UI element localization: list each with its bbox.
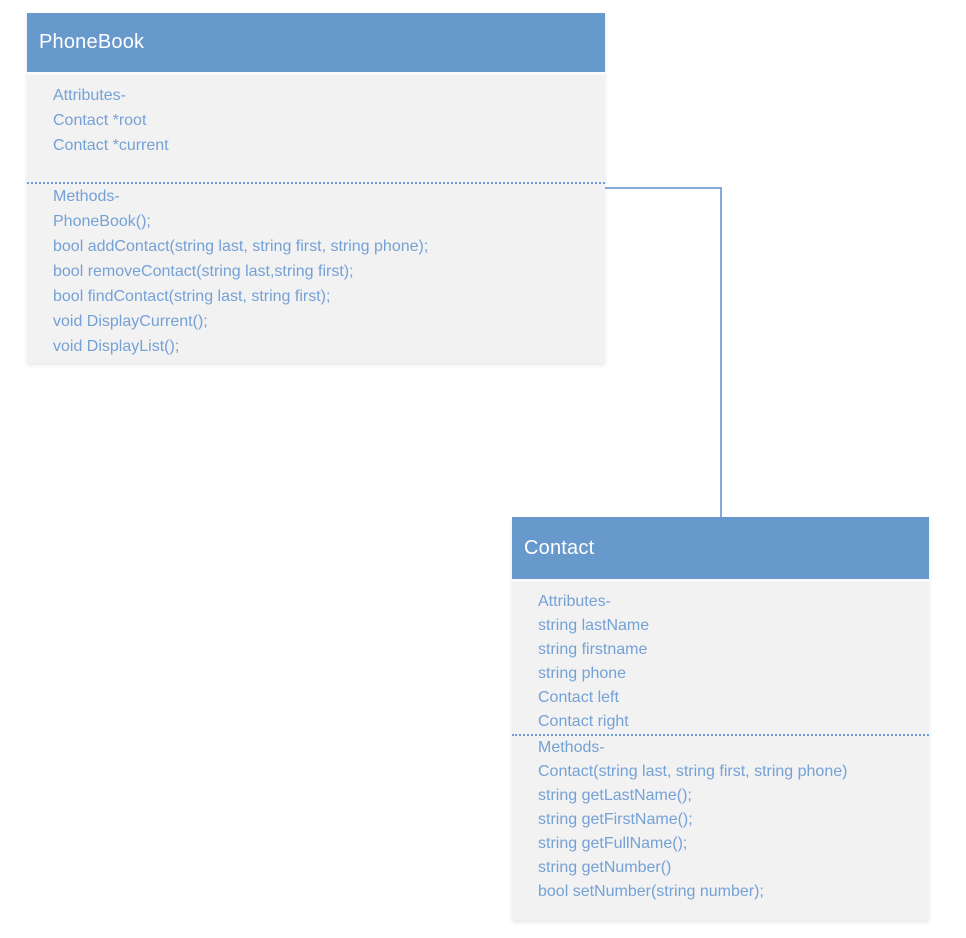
contact-class-header: Contact xyxy=(512,517,929,582)
attribute-item: Contact left xyxy=(538,689,619,706)
phonebook-class-title: PhoneBook xyxy=(39,31,145,53)
attribute-item: Contact *current xyxy=(53,137,169,154)
section-divider xyxy=(512,734,929,736)
phonebook-class-body: Attributes- Contact *root Contact *curre… xyxy=(27,75,605,363)
attribute-item: Contact *root xyxy=(53,112,147,129)
method-item: bool setNumber(string number); xyxy=(538,883,764,900)
attributes-section-label: Attributes- xyxy=(53,87,126,104)
methods-section-label: Methods- xyxy=(53,188,120,205)
association-connector-vertical-line xyxy=(720,187,722,517)
phonebook-class-header: PhoneBook xyxy=(27,13,605,75)
attributes-section-label: Attributes- xyxy=(538,593,611,610)
contact-class-box: Contact Attributes- string lastName stri… xyxy=(512,517,929,920)
method-item: PhoneBook(); xyxy=(53,213,151,230)
method-item: bool removeContact(string last,string fi… xyxy=(53,263,354,280)
attribute-item: string firstname xyxy=(538,641,648,658)
methods-section-label: Methods- xyxy=(538,739,605,756)
contact-class-body: Attributes- string lastName string first… xyxy=(512,582,929,920)
attribute-item: Contact right xyxy=(538,713,629,730)
method-item: string getNumber() xyxy=(538,859,672,876)
method-item: string getLastName(); xyxy=(538,787,692,804)
contact-class-title: Contact xyxy=(524,536,595,559)
method-item: bool findContact(string last, string fir… xyxy=(53,288,331,305)
attribute-item: string lastName xyxy=(538,617,650,634)
association-connector-horizontal-line xyxy=(605,187,722,189)
method-item: bool addContact(string last, string firs… xyxy=(53,238,429,255)
blank-line xyxy=(27,158,605,182)
method-item: void DisplayList(); xyxy=(53,338,180,355)
attribute-item: string phone xyxy=(538,665,627,682)
phonebook-class-box: PhoneBook Attributes- Contact *root Cont… xyxy=(27,13,605,363)
section-divider xyxy=(27,182,605,184)
method-item: string getFullName(); xyxy=(538,835,688,852)
method-item: void DisplayCurrent(); xyxy=(53,313,208,330)
method-item: string getFirstName(); xyxy=(538,811,693,828)
method-item: Contact(string last, string first, strin… xyxy=(538,763,848,780)
